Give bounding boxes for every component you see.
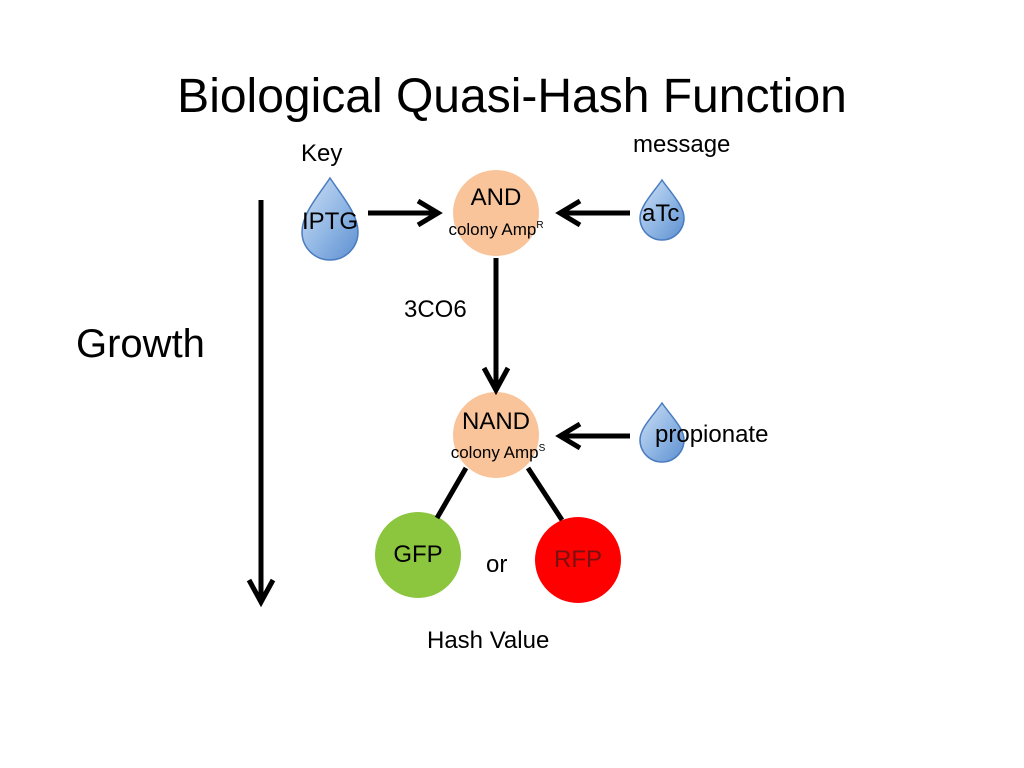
nand-gate-subtitle: colony AmpS (450, 443, 546, 462)
nand-to-rfp-line (525, 466, 565, 522)
atc-to-and-arrow (555, 198, 630, 228)
nand-gate-circle (453, 392, 539, 478)
gfp-label: GFP (393, 541, 443, 568)
and-to-nand-arrow (481, 258, 511, 396)
or-label: or (486, 551, 508, 578)
gfp-circle (375, 512, 461, 598)
plasmid-label: 3CO6 (404, 296, 467, 323)
nand-gate-name: NAND (461, 408, 530, 435)
and-gate-name: AND (470, 184, 522, 211)
rfp-label: RFP (554, 546, 602, 573)
growth-label: Growth (76, 322, 205, 366)
and-gate-subtitle: colony AmpR (448, 220, 544, 239)
iptg-drop-icon (301, 176, 359, 261)
atc-drop-icon (639, 178, 685, 241)
hash-value-label: Hash Value (427, 627, 550, 654)
iptg-label: IPTG (302, 208, 359, 235)
and-gate-circle (453, 170, 539, 256)
propionate-label: propionate (655, 421, 769, 448)
propionate-to-nand-arrow (555, 421, 630, 451)
nand-gate-superscript: S (538, 443, 546, 454)
key-label: Key (301, 140, 343, 167)
atc-label: aTc (642, 200, 680, 227)
growth-arrow (246, 200, 276, 608)
and-gate-superscript: R (536, 220, 544, 231)
iptg-to-and-arrow (368, 198, 443, 228)
propionate-drop-icon (639, 401, 685, 463)
slide-title: Biological Quasi-Hash Function (177, 70, 847, 123)
rfp-circle (535, 517, 621, 603)
message-label: message (633, 131, 731, 158)
nand-to-gfp-line (434, 466, 469, 520)
